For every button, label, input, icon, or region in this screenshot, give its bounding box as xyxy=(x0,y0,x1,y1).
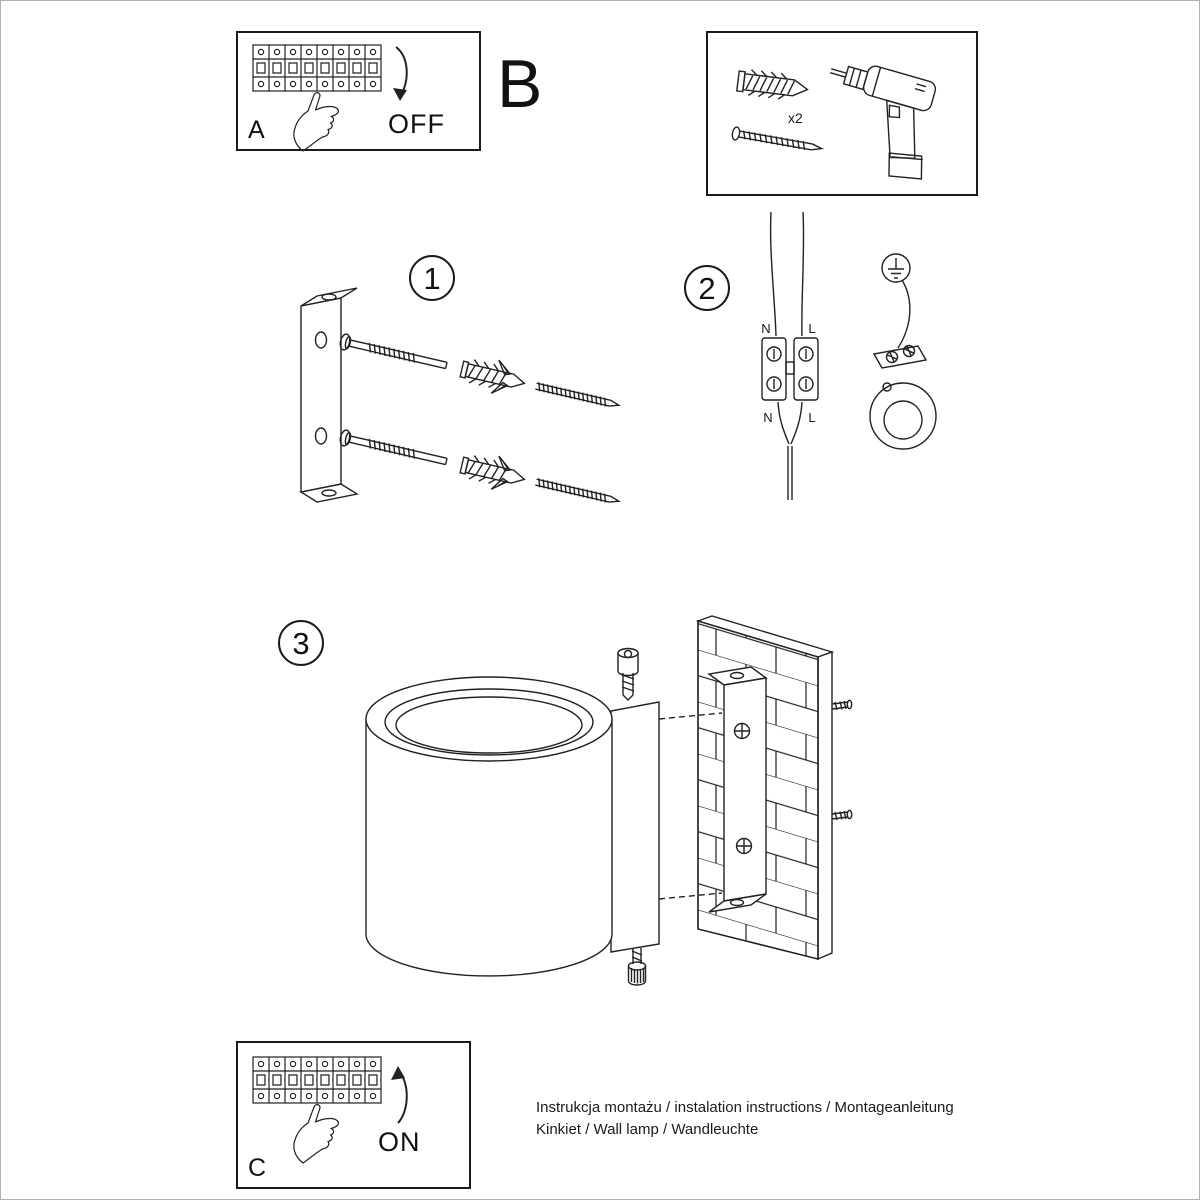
panel-c-label: C xyxy=(248,1154,267,1182)
section-b-label: B xyxy=(497,46,543,122)
step-1-number: 1 xyxy=(409,255,455,301)
screw-anchor-assembly-top xyxy=(336,323,624,423)
step-2-number: 2 xyxy=(684,265,730,311)
wire-n-bottom-label: N xyxy=(763,410,772,425)
mounting-bracket-illustration xyxy=(299,287,359,503)
wire-l-bottom-label: L xyxy=(808,410,815,425)
step-3-number: 3 xyxy=(278,620,324,666)
circuit-breaker-illustration xyxy=(252,1056,382,1164)
step-3-illustration xyxy=(365,615,853,986)
wall-side-screw-bottom xyxy=(831,809,853,821)
alignment-dashed-lines xyxy=(658,712,723,900)
panel-b: x2 xyxy=(706,31,978,196)
step-2-illustration: N L N L xyxy=(761,211,937,500)
wall-side-screw-top xyxy=(831,699,853,711)
footer-line-2: Kinkiet / Wall lamp / Wandleuchte xyxy=(536,1121,759,1138)
mounting-plate-illustration xyxy=(610,701,660,953)
wires-illustration xyxy=(769,211,805,500)
panel-a-label: A xyxy=(248,116,265,144)
panel-c: ON C xyxy=(236,1041,471,1189)
terminal-block-illustration xyxy=(761,337,819,401)
wire-n-top-label: N xyxy=(761,321,770,336)
ground-symbol-icon xyxy=(881,253,911,283)
ground-wire xyxy=(897,279,911,349)
panel-a: OFF A xyxy=(236,31,481,152)
lamp-cylinder-illustration xyxy=(365,676,613,977)
footer-text: Instrukcja montażu / instalation instruc… xyxy=(536,1097,1096,1141)
off-label: OFF xyxy=(388,109,445,139)
step-1-illustration xyxy=(299,287,624,519)
footer-line-1: Instrukcja montażu / instalation instruc… xyxy=(536,1099,954,1116)
top-screw-illustration xyxy=(617,647,639,701)
circuit-breaker-illustration xyxy=(252,44,382,152)
ring-connector-illustration xyxy=(869,344,937,450)
arrow-up-icon xyxy=(391,1066,408,1124)
wall-bracket-illustration xyxy=(707,666,768,913)
screw-illustration xyxy=(731,126,825,151)
anchor-quantity-label: x2 xyxy=(788,110,803,126)
bottom-screw-illustration xyxy=(627,948,647,986)
screw-anchor-assembly-bottom xyxy=(336,419,624,519)
wall-plug-illustration xyxy=(736,69,809,100)
drill-illustration xyxy=(829,65,937,180)
on-label: ON xyxy=(378,1127,421,1157)
arrow-down-icon xyxy=(393,46,408,101)
wire-l-top-label: L xyxy=(808,321,815,336)
